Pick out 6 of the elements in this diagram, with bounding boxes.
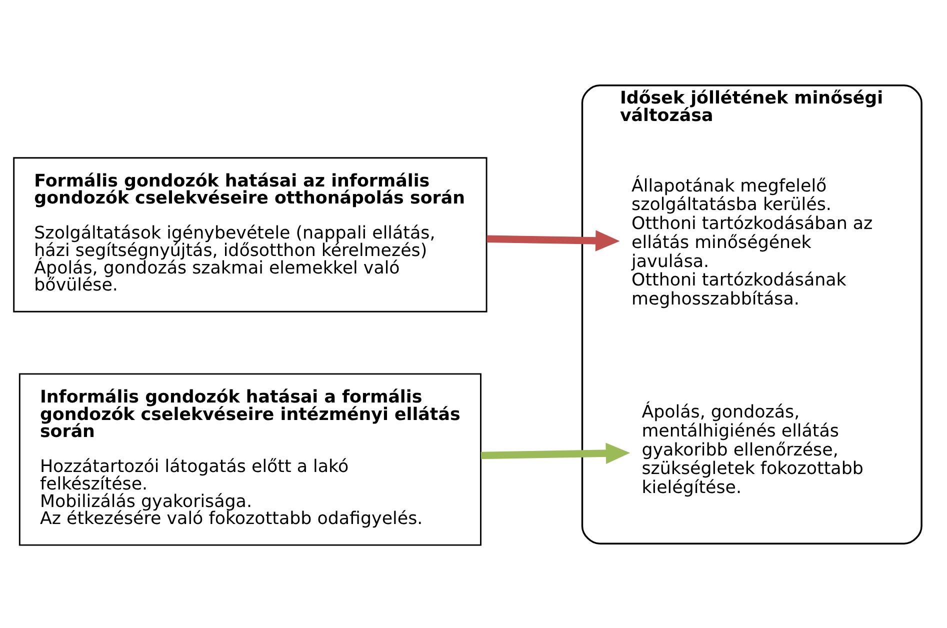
arrow bbox=[486, 230, 620, 251]
node-text: Ápolás, gondozás, mentálhigiénés ellátás gyakoribb ellenőrzése, szükségletek fokozottabb kielégítése. bbox=[642, 402, 864, 498]
node-text: Állapotának megfelelő szolgáltatásba kerülés. Otthoni tartózkodásában az ellátás minőségének javulása. Otthoni tartózkodásának meghosszabbítása. bbox=[632, 176, 873, 309]
node-box: Formális gondozók hatásai az informális gondozók cselekvéseire otthonápolás során Szolgáltatások igénybevétele (nappali ellátás, házi segítségnyújtás, idősotthon kérelmezés) Ápolás, gondozás szakmai elemekkel való bővülése. bbox=[13, 156, 488, 312]
arrow bbox=[480, 442, 630, 464]
node-box: Informális gondozók hatásai a formális gondozók cselekvéseire intézményi ellátás során Hozzátartozói látogatás előtt a lakó felkészítése. Mobilizálás gyakorisága. Az étkezésére való fokozottabb odafigyelés. bbox=[18, 372, 482, 546]
